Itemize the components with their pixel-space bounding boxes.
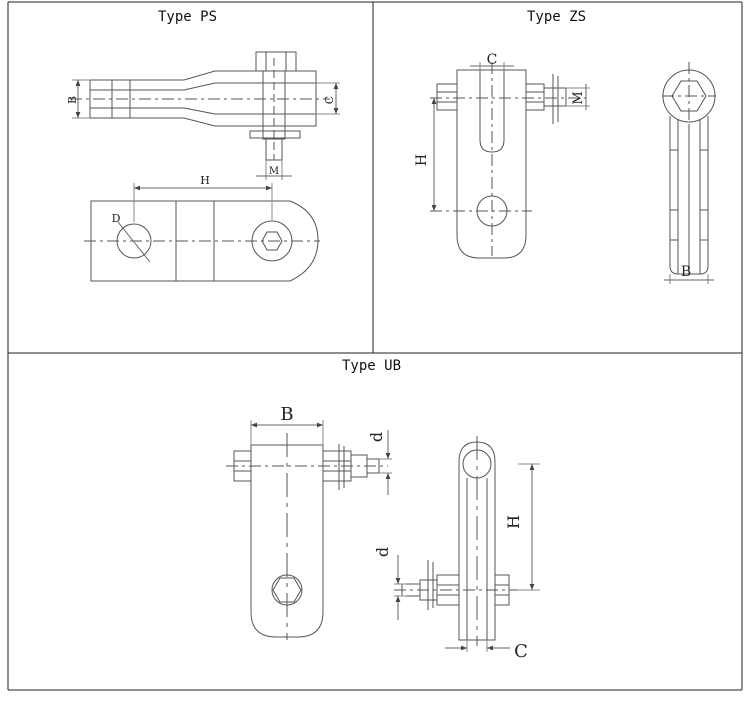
- ub-side-view: [394, 436, 540, 652]
- ps-label-m: M: [269, 166, 279, 177]
- ps-label-h: H: [200, 174, 210, 187]
- table-frame: [7, 1, 743, 691]
- ub-label-h: H: [504, 515, 523, 529]
- zs-label-b: B: [681, 264, 691, 280]
- zs-label-h: H: [414, 154, 430, 166]
- zs-label-c: C: [487, 52, 498, 68]
- ps-label-d: D: [112, 212, 121, 225]
- ub-label-d-top: d: [367, 432, 386, 442]
- ub-label-b: B: [280, 404, 293, 425]
- panel-title-ps: Type PS: [158, 9, 218, 25]
- panel-title-ub: Type UB: [342, 358, 402, 374]
- zs-side-view: [662, 62, 716, 284]
- zs-front-view: [430, 62, 590, 259]
- ub-label-d-bottom: d: [373, 547, 392, 557]
- zs-label-m: M: [571, 91, 586, 104]
- panel-title-zs: Type ZS: [527, 9, 587, 25]
- ps-side-view: [70, 51, 340, 180]
- ps-top-view: [84, 183, 320, 282]
- ps-label-b: B: [66, 96, 79, 104]
- ps-label-c: C: [323, 96, 336, 104]
- ub-front-view: [226, 420, 392, 640]
- ub-label-c: C: [514, 641, 528, 662]
